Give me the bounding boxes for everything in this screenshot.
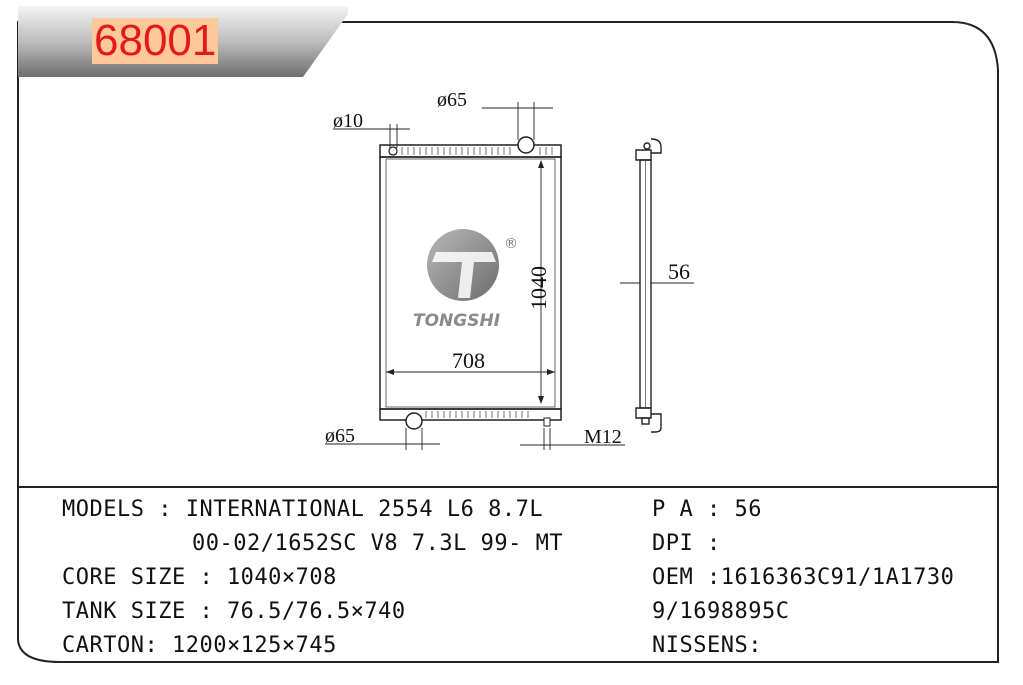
bottom-tank xyxy=(379,408,562,421)
radiator-core-inner xyxy=(385,158,556,408)
core-size: CORE SIZE : 1040×708 xyxy=(62,565,337,590)
tank-size: TANK SIZE : 76.5/76.5×740 xyxy=(62,599,406,624)
oem-line-2: 9/1698895C xyxy=(652,599,790,624)
top-tank xyxy=(379,144,562,158)
dimension-lines xyxy=(325,102,625,450)
models-line-2: 00-02/1652SC V8 7.3L 99- MT xyxy=(192,531,564,556)
tongshi-logo: ® TONGSHI xyxy=(413,229,518,331)
outer-frame xyxy=(17,21,999,663)
dimension-arrows xyxy=(386,160,555,404)
registered-mark: ® xyxy=(504,236,518,252)
top-inlet-port xyxy=(517,136,535,154)
small-port-diameter-label: ø10 xyxy=(333,110,363,132)
outlet-diameter-label: ø65 xyxy=(325,425,355,447)
oem-line-1: OEM :1616363C91/1A1730 xyxy=(652,565,955,590)
inlet-diameter-label: ø65 xyxy=(437,89,467,111)
dpi-value: DPI : xyxy=(652,531,721,556)
logo-emblem-cut xyxy=(432,252,496,298)
nissens-value: NISSENS: xyxy=(652,633,762,658)
drain-plug xyxy=(543,417,551,427)
side-thickness-label: 56 xyxy=(668,259,690,284)
thread-label: M12 xyxy=(584,426,622,448)
side-view xyxy=(620,138,694,433)
brand-name: TONGSHI xyxy=(413,311,500,331)
core-height-label: 1040 xyxy=(526,266,551,310)
bottom-outlet-port xyxy=(405,412,423,430)
core-width-label: 708 xyxy=(452,348,485,373)
carton-size: CARTON: 1200×125×745 xyxy=(62,633,337,658)
part-number: 68001 xyxy=(92,16,219,65)
small-port xyxy=(388,146,398,156)
top-tank-ribs xyxy=(389,147,553,155)
models-line-1: MODELS : INTERNATIONAL 2554 L6 8.7L xyxy=(62,497,544,522)
pa-value: P A : 56 xyxy=(652,497,762,522)
bottom-tank-ribs xyxy=(425,411,529,418)
